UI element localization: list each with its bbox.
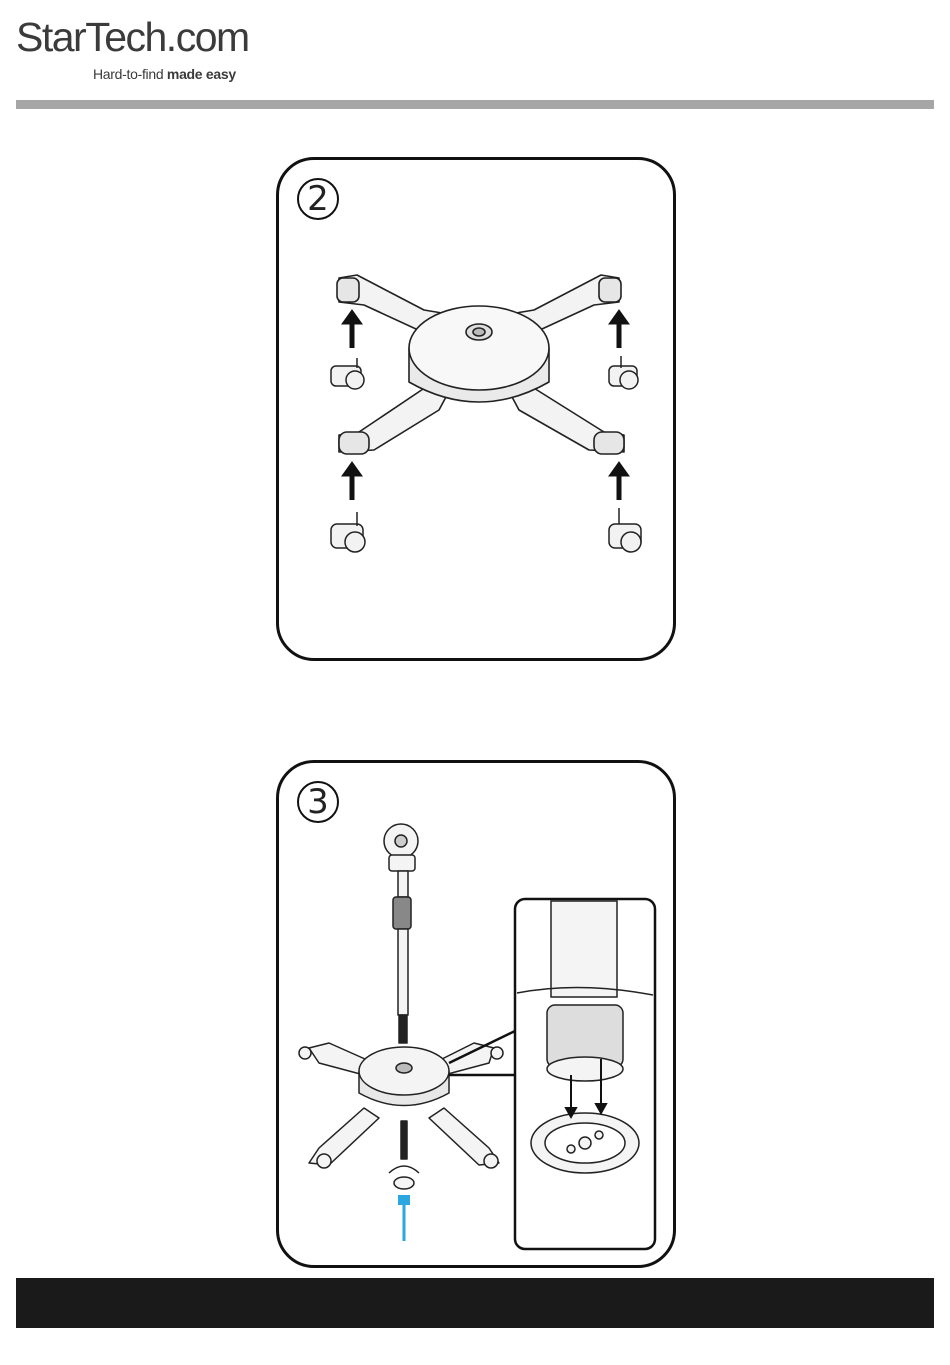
- brand-tagline: Hard-to-find made easy: [93, 66, 236, 82]
- footer-bar: [16, 1278, 934, 1328]
- tagline-bold: made easy: [167, 66, 236, 82]
- tagline-light: Hard-to-find: [93, 66, 167, 82]
- startech-logo: StarTech.com Hard-to-find made easy: [16, 14, 256, 84]
- header-rule: [16, 100, 934, 109]
- brand-name: StarTech.com: [16, 14, 249, 60]
- step-3-panel: 3: [276, 760, 676, 1268]
- step-2-panel: 2: [276, 157, 676, 661]
- caster-installation-illustration: [279, 160, 679, 664]
- pole-base-mounting-illustration: [279, 763, 679, 1271]
